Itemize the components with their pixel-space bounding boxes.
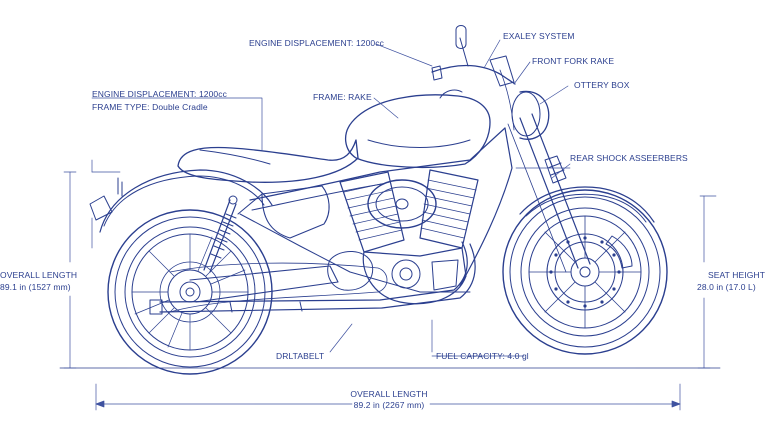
label-frame-type: FRAME TYPE: Double Cradle — [92, 102, 208, 112]
swingarm — [189, 265, 339, 303]
engine — [327, 169, 479, 305]
drive-belt — [169, 262, 388, 313]
dimension-lines — [63, 171, 711, 411]
mirror — [455, 25, 467, 49]
crankcase — [362, 247, 467, 305]
tail-light — [89, 195, 113, 221]
handlebar — [431, 64, 516, 85]
front-fork — [507, 113, 591, 273]
label-engine-displacement-left: ENGINE DISPLACEMENT: 1200cc — [92, 89, 227, 99]
label-rear-shock: REAR SHOCK ASSEERBERS — [570, 153, 688, 163]
label-overall-length-left-title: OVERALL LENGTH — [0, 270, 78, 280]
rear-fender — [99, 169, 273, 233]
label-drive-belt: DRLTABELT — [276, 351, 325, 361]
seat — [177, 139, 359, 183]
label-fuel-capacity: FUEL CAPACITY: 4.0 gl — [436, 351, 529, 361]
label-frame-rake: FRAME: RAKE — [313, 92, 372, 102]
rear-shock — [203, 195, 238, 273]
label-seat-height-value: 28.0 in (17.0 L) — [697, 282, 756, 292]
side-cover — [261, 185, 330, 239]
headlight — [519, 90, 550, 140]
front-fender — [519, 186, 655, 223]
label-battery-box: OTTERY BOX — [574, 80, 630, 90]
rear-wheel — [107, 209, 273, 375]
mirror-stem — [459, 37, 469, 67]
exhaust — [149, 241, 476, 315]
leader-lines — [91, 39, 717, 357]
label-exhaust-system: EXALEY SYSTEM — [503, 31, 575, 41]
brake-caliper — [605, 235, 633, 269]
fuel-tank — [345, 94, 491, 169]
front-wheel — [502, 189, 668, 355]
label-seat-height-title: SEAT HEIGHT — [708, 270, 765, 280]
label-overall-length-left-value: 89.1 in (1527 mm) — [0, 282, 71, 292]
label-engine-displacement-top: ENGINE DISPLACEMENT: 1200cc — [249, 38, 384, 48]
label-overall-length-bottom-value: 89.2 in (2267 mm) — [353, 400, 425, 410]
primary-cover — [327, 251, 374, 291]
label-front-fork-rake: FRONT FORK RAKE — [532, 56, 615, 66]
air-cleaner — [367, 179, 437, 229]
label-overall-length-bottom-title: OVERALL LENGTH — [350, 389, 428, 399]
